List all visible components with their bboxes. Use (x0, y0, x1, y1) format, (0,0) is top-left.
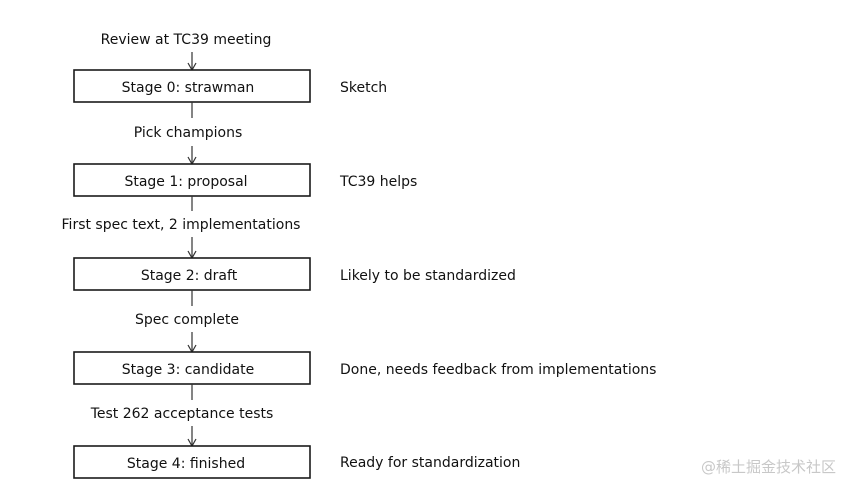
stage-2-label: Stage 2: draft (141, 268, 238, 284)
stage-3-box (73, 351, 311, 385)
stage-4-label: Stage 4: finished (127, 456, 245, 472)
stage-1-description: TC39 helps (339, 174, 417, 190)
stage-4-description: Ready for standardization (340, 455, 520, 471)
watermark: @稀土掘金技术社区 (701, 458, 836, 476)
stage-1: Stage 1: proposal (73, 163, 311, 197)
stage-0: Stage 0: strawman (73, 69, 311, 103)
stage-4-box (73, 445, 311, 479)
transition-label-1: First spec text, 2 implementations (62, 217, 301, 233)
stage-0-label: Stage 0: strawman (122, 80, 255, 96)
stage-2: Stage 2: draft (73, 257, 311, 291)
stage-4: Stage 4: finished (73, 445, 311, 479)
stage-2-description: Likely to be standardized (340, 268, 516, 284)
stage-3: Stage 3: candidate (73, 351, 311, 385)
stage-3-label: Stage 3: candidate (122, 362, 254, 378)
top-label: Review at TC39 meeting (101, 32, 272, 48)
stage-3-description: Done, needs feedback from implementation… (340, 362, 656, 378)
transition-label-3: Test 262 acceptance tests (90, 406, 274, 422)
stage-1-label: Stage 1: proposal (124, 174, 247, 190)
transition-label-0: Pick champions (134, 125, 243, 141)
arrow-top (187, 52, 197, 72)
stage-2-box (73, 257, 311, 291)
stage-0-description: Sketch (340, 80, 387, 96)
transition-label-2: Spec complete (135, 312, 239, 328)
